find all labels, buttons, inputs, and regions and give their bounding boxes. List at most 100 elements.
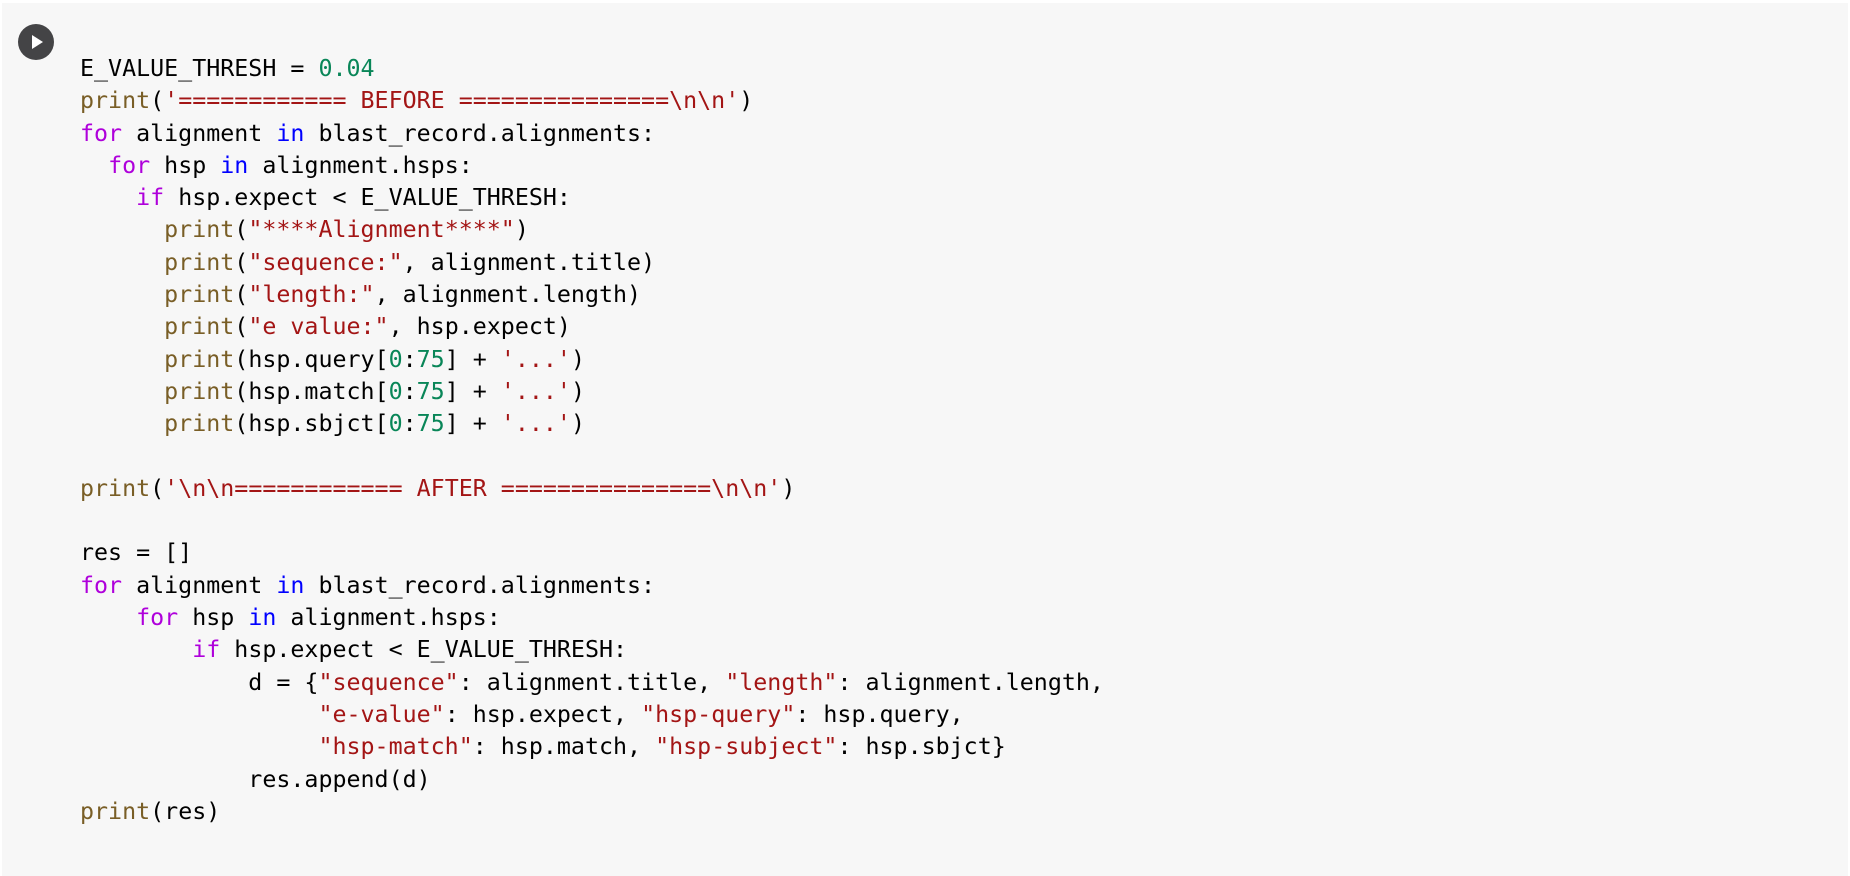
text-token: , alignment.length) (374, 281, 642, 309)
code-line: print("****Alignment****") (80, 214, 1104, 246)
code-line: print("sequence:", alignment.title) (80, 247, 1104, 279)
string-token: "length:" (248, 281, 375, 309)
code-line (80, 505, 1104, 537)
text-token: ) (781, 474, 796, 502)
number-token: 75 (416, 345, 445, 373)
operator-in-token: in (276, 571, 305, 599)
text-token: : (402, 345, 417, 373)
text-token: (hsp.query[ (234, 345, 389, 373)
text-token (80, 636, 192, 663)
text-token: alignment (122, 119, 277, 147)
code-line: print("length:", alignment.length) (80, 279, 1104, 311)
code-line: print(res) (80, 796, 1104, 828)
keyword-token: for (80, 571, 123, 599)
string-token: '\n\n============ AFTER ===============\… (164, 474, 782, 502)
text-token: ) (570, 377, 585, 405)
operator-in-token: in (276, 119, 305, 147)
code-line: print("e value:", hsp.expect) (80, 311, 1104, 343)
number-token: 0 (388, 345, 403, 373)
text-token (80, 604, 136, 631)
text-token (80, 346, 164, 373)
function-token: print (164, 377, 235, 405)
text-token: ] + (444, 377, 501, 405)
text-token: ) (514, 216, 529, 244)
code-line: res = [] (80, 537, 1104, 569)
text-token: ) (570, 410, 585, 438)
text-token: ( (234, 281, 249, 309)
keyword-token: for (108, 151, 151, 179)
text-token (80, 313, 164, 340)
code-line: print('\n\n============ AFTER ==========… (80, 473, 1104, 505)
text-token: ) (739, 87, 754, 115)
code-line: "e-value": hsp.expect, "hsp-query": hsp.… (80, 699, 1104, 731)
text-token: : alignment.title, (458, 668, 726, 696)
text-token: hsp.expect < E_VALUE_THRESH: (220, 636, 628, 664)
text-token (80, 733, 318, 760)
string-token: '============ BEFORE ===============\n\n… (164, 87, 740, 115)
text-token: ( (234, 216, 249, 244)
text-token (80, 410, 164, 437)
text-token: ( (150, 474, 165, 502)
number-token: 75 (416, 410, 445, 438)
text-token: alignment.hsps: (248, 151, 473, 179)
text-token: ) (570, 345, 585, 373)
text-token: : (402, 377, 417, 405)
text-token: (hsp.sbjct[ (234, 410, 389, 438)
function-token: print (164, 345, 235, 373)
string-token: "hsp-query" (641, 700, 796, 728)
text-token: alignment.hsps: (276, 604, 501, 632)
text-token: d = { (80, 668, 319, 696)
number-token: 0.04 (318, 55, 375, 82)
text-token: res.append(d) (80, 765, 431, 793)
code-line: for alignment in blast_record.alignments… (80, 118, 1104, 150)
play-icon (32, 35, 43, 49)
text-token: , hsp.expect) (388, 313, 571, 341)
text-token: blast_record.alignments: (304, 571, 656, 599)
string-token: "hsp-subject" (655, 733, 838, 761)
text-token (80, 249, 164, 276)
text-token: alignment (122, 571, 277, 599)
text-token (80, 184, 136, 211)
text-token: hsp.expect < E_VALUE_THRESH: (164, 184, 571, 212)
text-token: ( (234, 313, 249, 341)
string-token: "e value:" (248, 313, 389, 341)
code-line: print(hsp.sbjct[0:75] + '...') (80, 408, 1104, 440)
code-line: "hsp-match": hsp.match, "hsp-subject": h… (80, 731, 1104, 763)
text-token (80, 281, 164, 308)
run-cell-button[interactable] (18, 24, 54, 60)
keyword-token: for (80, 119, 123, 147)
function-token: print (164, 410, 235, 438)
operator-in-token: in (248, 604, 277, 632)
code-line: d = {"sequence": alignment.title, "lengt… (80, 667, 1104, 699)
string-token: "****Alignment****" (248, 216, 515, 244)
string-token: '...' (500, 377, 571, 405)
text-token: res = [] (80, 539, 193, 567)
text-token (80, 216, 164, 243)
code-line: for hsp in alignment.hsps: (80, 602, 1104, 634)
text-token: hsp (178, 604, 249, 632)
code-line: if hsp.expect < E_VALUE_THRESH: (80, 182, 1104, 214)
text-token: : hsp.query, (795, 700, 964, 728)
code-line: if hsp.expect < E_VALUE_THRESH: (80, 634, 1104, 666)
code-line: for alignment in blast_record.alignments… (80, 570, 1104, 602)
text-token: ] + (444, 410, 501, 438)
code-line: res.append(d) (80, 764, 1104, 796)
string-token: "length" (725, 668, 838, 696)
text-token: ( (234, 248, 249, 276)
text-token: ( (150, 87, 165, 115)
text-token: : alignment.length, (837, 668, 1104, 696)
text-token (80, 152, 108, 179)
text-token: : hsp.sbjct} (837, 733, 1006, 761)
text-token (80, 378, 164, 405)
function-token: print (80, 474, 151, 502)
number-token: 75 (416, 377, 445, 405)
string-token: "hsp-match" (318, 733, 473, 761)
number-token: 0 (388, 377, 403, 405)
text-token: : hsp.expect, (444, 700, 642, 728)
keyword-token: if (136, 184, 165, 212)
text-token: , alignment.title) (402, 248, 656, 276)
code-line: print('============ BEFORE =============… (80, 85, 1104, 117)
string-token: "e-value" (318, 700, 445, 728)
